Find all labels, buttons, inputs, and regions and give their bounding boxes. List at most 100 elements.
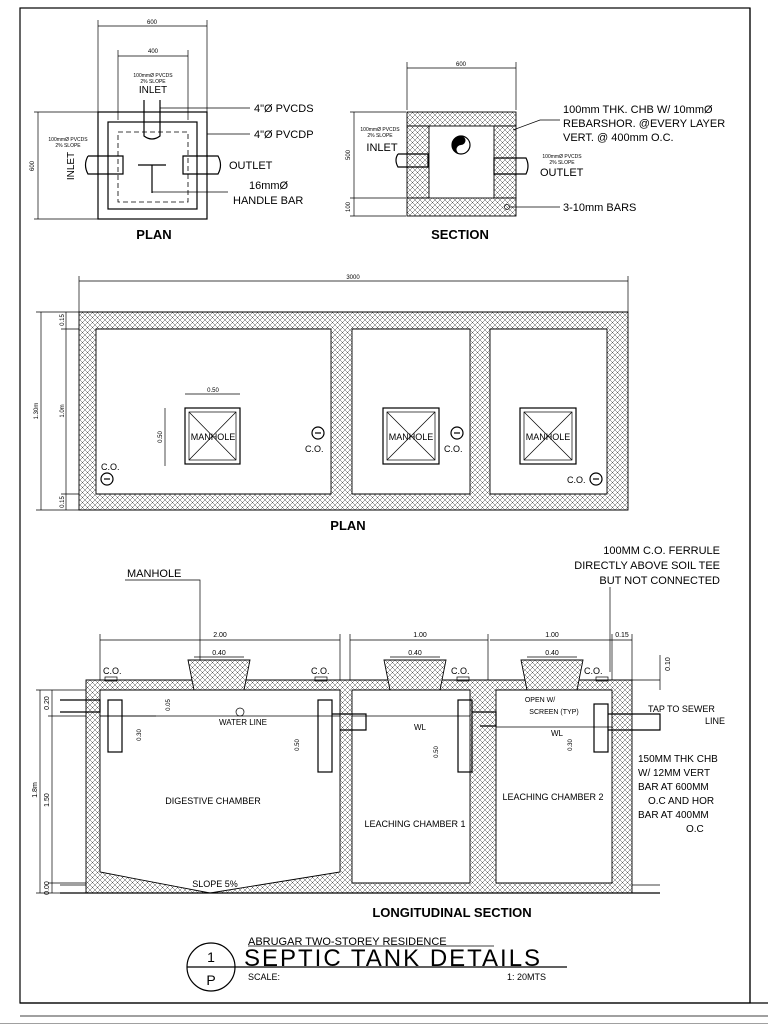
dim-010: 0.10: [665, 657, 672, 671]
cleanout-3: C.O.: [444, 426, 464, 454]
detail-number: 1: [207, 949, 215, 965]
ferrule-note-3: BUT NOT CONNECTED: [599, 575, 720, 587]
dim-18m: 1.8m: [32, 782, 39, 798]
leaching-chamber-2-label: LEACHING CHAMBER 2: [502, 792, 603, 802]
co-3: C.O.: [451, 666, 470, 676]
water-line-label: WATER LINE: [219, 718, 267, 727]
sec-slope-2: 2% SLOPE: [367, 133, 393, 139]
inlet-left-label: INLET: [66, 152, 77, 180]
plan-walls: [78, 311, 629, 511]
dim-005: 0.05: [166, 699, 172, 711]
svg-text:C.O.: C.O.: [567, 475, 586, 485]
inlet-pipe-left: [84, 155, 124, 175]
title-block: 1 P ABRUGAR TWO-STOREY RESIDENCE SEPTIC …: [186, 936, 567, 992]
dim-040-c: 0.40: [545, 650, 559, 657]
longitudinal-section: MANHOLE 100MM C.O. FERRULE DIRECTLY ABOV…: [32, 545, 725, 920]
co-1: C.O.: [103, 666, 122, 676]
dim-600-left: 600: [30, 160, 36, 171]
outlet-pipe: [608, 713, 661, 731]
bars-note: 3-10mm BARS: [563, 202, 636, 214]
manhole-neck-3: [520, 659, 584, 691]
long-section-title: LONGITUDINAL SECTION: [372, 905, 531, 920]
sec-out-slope-2: 2% SLOPE: [549, 160, 575, 166]
slope-note-left-1: 100mmØ PVCDS: [48, 137, 88, 143]
dim-015-bot: 0.15: [60, 496, 66, 508]
ferrule-note-2: DIRECTLY ABOVE SOIL TEE: [574, 560, 720, 572]
sec-out-slope-1: 100mmØ PVCDS: [542, 154, 582, 160]
slope-label: SLOPE 5%: [192, 879, 238, 889]
cleanout-2: C.O.: [305, 426, 325, 454]
tap-note-2: LINE: [705, 716, 725, 726]
manhole-2: MANHOLE: [382, 407, 440, 465]
dim-130m: 1.30m: [34, 403, 40, 420]
co-2: C.O.: [311, 666, 330, 676]
small-section-title: SECTION: [431, 227, 489, 242]
wl-1: WL: [414, 723, 427, 732]
sec-dim-100: 100: [346, 201, 352, 212]
chb-note-2: REBARSHOR. @EVERY LAYER: [563, 118, 725, 130]
pvcds-callout: 4"Ø PVCDS: [254, 103, 314, 115]
svg-text:MANHOLE: MANHOLE: [526, 432, 571, 442]
chb-note-3: VERT. @ 400mm O.C.: [563, 132, 674, 144]
digestive-chamber-label: DIGESTIVE CHAMBER: [165, 796, 261, 806]
slope-note-1: 100mmØ PVCDS: [133, 73, 173, 79]
small-section: 600 500 100 100mmØ PVCDS 2% SLOPE INLET …: [346, 62, 725, 242]
chb-note-4: O.C AND HOR: [648, 796, 714, 807]
sec-dim-500: 500: [346, 149, 352, 160]
dim-030-a: 0.30: [137, 729, 143, 741]
large-plan: 3000 1.30m 0.15 1.0m 0.15 0.50 0.50 MANH…: [34, 275, 629, 533]
dim-600-top: 600: [147, 20, 158, 26]
dim-150: 1.50: [44, 793, 51, 807]
sec-slope-1: 100mmØ PVCDS: [360, 127, 400, 133]
slope-note-left-2: 2% SLOPE: [55, 143, 81, 149]
inlet-pipe: [60, 699, 101, 713]
svg-text:MANHOLE: MANHOLE: [389, 432, 434, 442]
handle-bar-1: 16mmØ: [249, 180, 289, 192]
dim-015: 0.15: [615, 632, 629, 639]
dim-020: 0.20: [44, 696, 51, 710]
cleanout-4: C.O.: [567, 472, 603, 486]
outlet-pipe: [182, 155, 222, 175]
dim-400: 400: [148, 49, 159, 55]
chb-note-2: W/ 12MM VERT: [638, 768, 710, 779]
dim-000: 0.00: [44, 881, 51, 895]
wl-2: WL: [551, 729, 564, 738]
leaching-chamber-1-label: LEACHING CHAMBER 1: [364, 819, 465, 829]
sec-dim-600: 600: [456, 62, 467, 68]
manhole-1: MANHOLE: [184, 407, 241, 465]
sec-outlet: OUTLET: [540, 167, 584, 179]
ferrule-note-1: 100MM C.O. FERRULE: [603, 545, 720, 557]
co-4: C.O.: [584, 666, 603, 676]
svg-text:C.O.: C.O.: [444, 444, 463, 454]
inlet-top-label: INLET: [139, 85, 167, 96]
dim-050-b: 0.50: [434, 746, 440, 758]
chb-note-5: BAR AT 400MM: [638, 810, 709, 821]
slope-note-2: 2% SLOPE: [140, 79, 166, 85]
manhole-neck-2: [383, 659, 447, 691]
dim-100b: 1.00: [545, 632, 559, 639]
chb-note-1: 100mm THK. CHB W/ 10mmØ: [563, 104, 713, 116]
dim-3000: 3000: [346, 275, 360, 281]
chb-note-6: O.C: [686, 824, 704, 835]
project-name: ABRUGAR TWO-STOREY RESIDENCE: [248, 936, 447, 948]
dim-050-v: 0.50: [158, 431, 164, 443]
svg-text:MANHOLE: MANHOLE: [191, 432, 236, 442]
dim-040-b: 0.40: [408, 650, 422, 657]
svg-text:C.O.: C.O.: [305, 444, 324, 454]
svg-text:C.O.: C.O.: [101, 462, 120, 472]
inlet-pipe-top: [143, 100, 161, 140]
dim-100a: 1.00: [413, 632, 427, 639]
chb-note-1: 150MM THK CHB: [638, 754, 718, 765]
dim-050-a: 0.50: [295, 739, 301, 751]
scale-value: 1: 20MTS: [507, 972, 546, 982]
manhole-neck-1: [187, 659, 251, 691]
manhole-label: MANHOLE: [127, 568, 181, 580]
dim-050: 0.50: [207, 388, 219, 394]
open-note-2: SCREEN (TYP): [529, 709, 578, 716]
scale-label: SCALE:: [248, 972, 280, 982]
small-plan: 600 400 600 100mmØ PVCDS 2% SLOPE INLET …: [30, 20, 314, 242]
small-plan-title: PLAN: [136, 227, 171, 242]
sec-inlet: INLET: [366, 142, 397, 154]
large-plan-title: PLAN: [330, 518, 365, 533]
